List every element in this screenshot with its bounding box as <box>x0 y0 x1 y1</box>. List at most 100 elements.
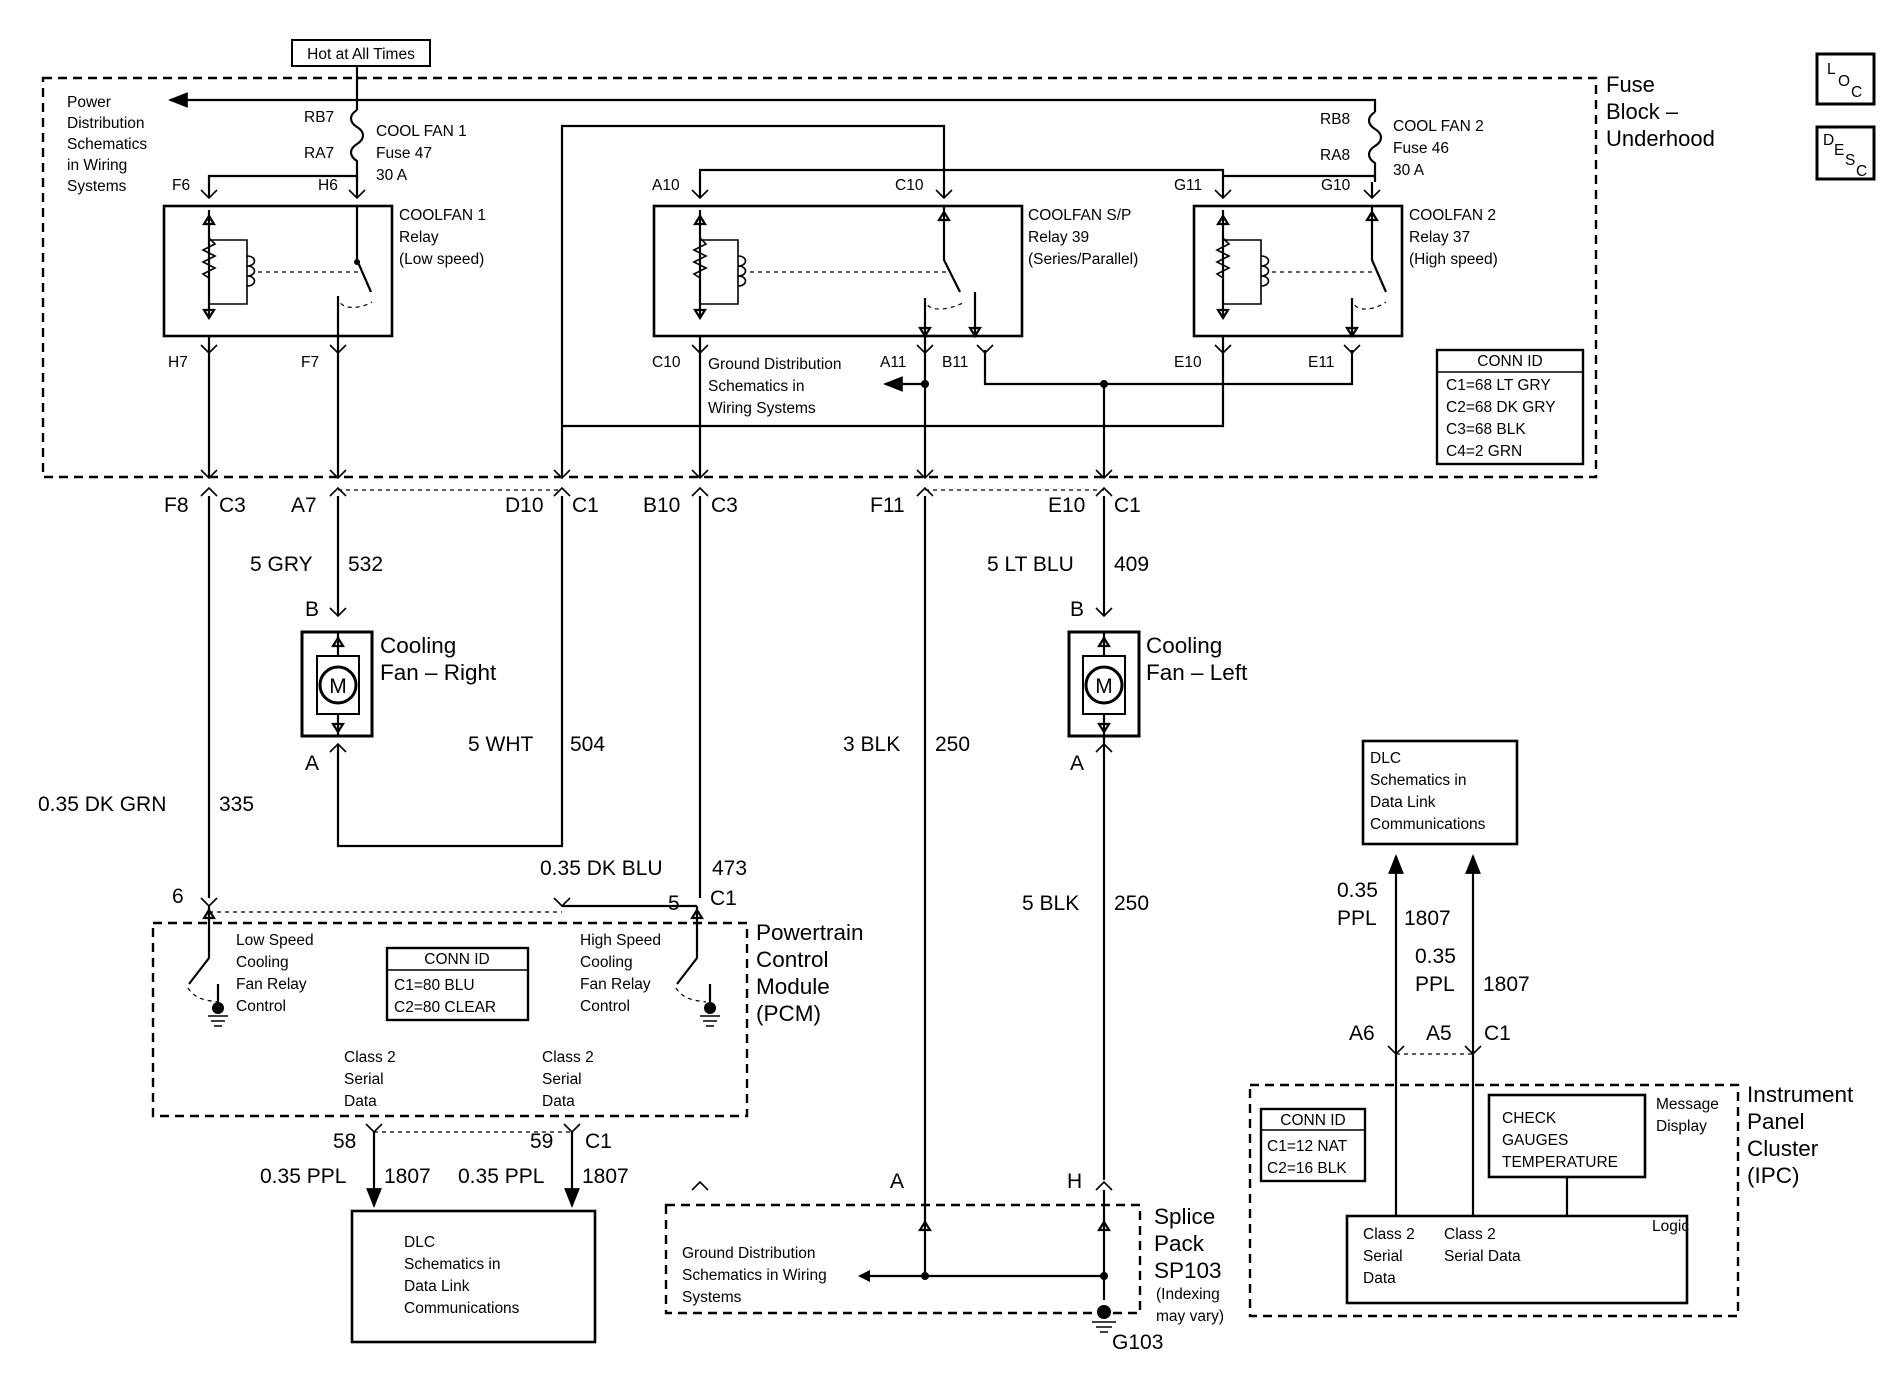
svg-text:E10: E10 <box>1174 354 1202 371</box>
svg-text:B: B <box>305 598 319 621</box>
svg-text:3 BLK: 3 BLK <box>843 733 900 756</box>
svg-text:A7: A7 <box>291 494 317 517</box>
svg-text:D10: D10 <box>505 494 544 517</box>
svg-text:RA7: RA7 <box>304 145 334 162</box>
svg-text:250: 250 <box>1114 892 1149 915</box>
svg-text:F8: F8 <box>164 494 189 517</box>
svg-text:504: 504 <box>570 733 605 756</box>
svg-text:F7: F7 <box>301 354 319 371</box>
svg-text:E11: E11 <box>1308 354 1334 371</box>
svg-text:58: 58 <box>333 1130 356 1153</box>
svg-text:532: 532 <box>348 553 383 576</box>
svg-text:Hot at All Times: Hot at All Times <box>307 46 415 63</box>
svg-text:D: D <box>1823 132 1834 149</box>
svg-text:B: B <box>1070 598 1084 621</box>
svg-text:S: S <box>1845 152 1855 169</box>
svg-text:0.35 PPL: 0.35 PPL <box>458 1165 544 1188</box>
svg-text:0.35 PPL: 0.35 PPL <box>260 1165 346 1188</box>
svg-text:H6: H6 <box>318 177 338 194</box>
svg-text:CONN ID: CONN ID <box>1280 1112 1345 1129</box>
svg-text:F11: F11 <box>870 494 905 517</box>
svg-text:B10: B10 <box>643 494 680 517</box>
svg-text:H: H <box>1067 1170 1082 1193</box>
loc-icon[interactable]: L O C <box>1815 52 1876 106</box>
ground-distribution-note-1: Ground Distribution Schematics in Wiring… <box>708 356 846 417</box>
svg-text:G10: G10 <box>1321 177 1351 194</box>
svg-text:G11: G11 <box>1174 177 1202 194</box>
svg-text:M: M <box>329 675 347 698</box>
svg-text:C1: C1 <box>710 887 737 910</box>
svg-text:0.35 DK GRN: 0.35 DK GRN <box>38 793 166 816</box>
svg-text:5 WHT: 5 WHT <box>468 733 534 756</box>
svg-text:A11: A11 <box>880 354 906 371</box>
svg-text:E: E <box>1834 142 1844 159</box>
svg-text:RB8: RB8 <box>1320 111 1350 128</box>
svg-text:A10: A10 <box>652 177 680 194</box>
svg-text:5 LT BLU: 5 LT BLU <box>987 553 1074 576</box>
svg-text:59: 59 <box>530 1130 553 1153</box>
fuse-block-underhood: Fuse Block – Underhood <box>41 72 1715 479</box>
svg-text:C: C <box>1856 163 1867 180</box>
svg-text:Logic: Logic <box>1652 1218 1689 1235</box>
power-distribution-note: Power Distribution Schematics in Wiring … <box>67 94 151 195</box>
desc-icon[interactable]: D E S C <box>1815 125 1876 181</box>
svg-text:473: 473 <box>712 857 747 880</box>
svg-text:5 BLK: 5 BLK <box>1022 892 1079 915</box>
svg-text:CONN ID: CONN ID <box>1477 353 1542 370</box>
svg-text:1807: 1807 <box>384 1165 431 1188</box>
svg-text:5: 5 <box>668 892 680 915</box>
svg-text:A: A <box>890 1170 904 1193</box>
svg-text:335: 335 <box>219 793 254 816</box>
svg-text:CONN ID: CONN ID <box>424 951 489 968</box>
svg-text:L: L <box>1827 61 1836 78</box>
svg-text:C1: C1 <box>572 494 599 517</box>
svg-text:E10: E10 <box>1048 494 1085 517</box>
svg-text:5 GRY: 5 GRY <box>250 553 313 576</box>
svg-text:C10: C10 <box>895 177 924 194</box>
svg-text:C3: C3 <box>219 494 246 517</box>
svg-text:C10: C10 <box>652 354 681 371</box>
svg-text:M: M <box>1095 675 1113 698</box>
svg-text:1807: 1807 <box>1483 973 1530 996</box>
svg-text:C1: C1 <box>585 1130 612 1153</box>
svg-text:A6: A6 <box>1349 1022 1375 1045</box>
svg-text:250: 250 <box>935 733 970 756</box>
svg-text:C1: C1 <box>1484 1022 1511 1045</box>
hot-at-all-times-label: Hot at All Times <box>291 39 431 67</box>
